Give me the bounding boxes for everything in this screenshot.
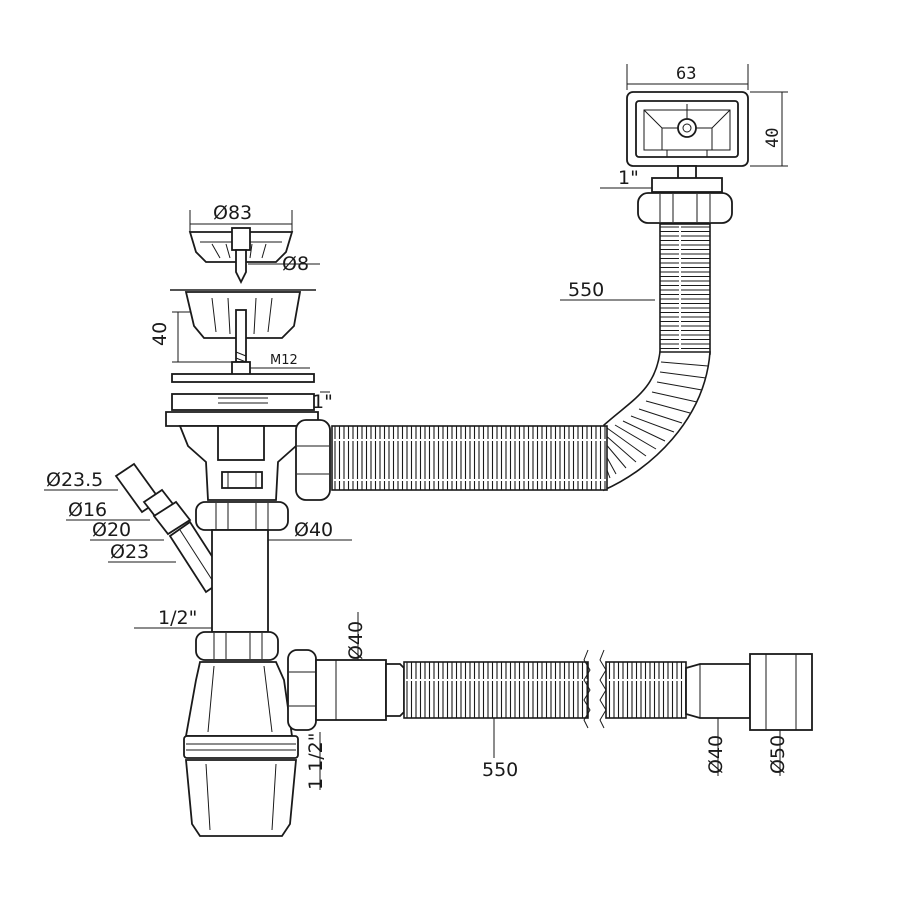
- outlet-body: 1" Ø40: [165, 373, 352, 541]
- side-inlet: Ø23.5 Ø16 Ø20 Ø23: [44, 462, 228, 594]
- overflow-height-label: 40: [763, 128, 783, 148]
- overflow-thread-label: 1": [618, 167, 639, 189]
- overflow-width-label: 63: [676, 64, 696, 84]
- trap-thread-label: 1 1/2": [305, 733, 327, 790]
- tail-thread-dimension: 1/2": [134, 607, 212, 629]
- drain-end-dimensions: Ø40 Ø50: [705, 718, 789, 776]
- overflow-width-dimension: 63: [626, 64, 749, 90]
- outlet-thread-label: 1": [312, 391, 333, 413]
- trap-outlet-diameter-label: Ø40: [345, 621, 367, 660]
- body-diameter-label: Ø40: [294, 519, 333, 541]
- strainer-basket: 40 M12: [149, 289, 316, 377]
- strainer-diameter-label: Ø83: [213, 202, 252, 224]
- drain-hose: 550: [403, 649, 687, 781]
- strainer-plug: Ø83 Ø8: [188, 202, 320, 285]
- overflow-thread-dimension: 1": [600, 167, 652, 189]
- drain-end-d2-label: Ø50: [767, 735, 789, 774]
- screw-thread-dimension: M12: [250, 353, 310, 369]
- drain-end-fitting: Ø40 Ø50: [685, 653, 813, 776]
- side-inlet-dimensions: Ø23.5 Ø16 Ø20 Ø23: [44, 469, 176, 563]
- side-inlet-d1-label: Ø23.5: [46, 469, 103, 491]
- strainer-height-dimension: 40: [149, 311, 232, 363]
- trap-thread-dimension: 1 1/2": [305, 732, 327, 790]
- screw-thread-label: M12: [270, 353, 298, 368]
- drain-outlet: Ø40: [315, 612, 405, 721]
- tail-thread-label: 1/2": [158, 607, 197, 629]
- screw-diameter-label: Ø8: [282, 253, 309, 275]
- drain-hose-length-label: 550: [482, 759, 518, 781]
- outlet-thread-dimension: 1": [312, 391, 333, 413]
- overflow-hose-length-label: 550: [568, 279, 604, 301]
- bottle-trap: 1 1/2": [183, 631, 327, 837]
- overflow-assembly: 63 40 1": [600, 64, 788, 224]
- strainer-diameter-dimension: Ø83: [189, 202, 293, 232]
- tail-pipe: 1/2": [134, 529, 269, 633]
- body-diameter-dimension: Ø40: [266, 519, 352, 541]
- trap-outlet-diameter-dimension: Ø40: [345, 612, 367, 660]
- overflow-hose: 550: [560, 223, 711, 492]
- overflow-connector-hose: [331, 425, 608, 491]
- drain-end-d1-label: Ø40: [705, 735, 727, 774]
- side-inlet-d3-label: Ø20: [92, 519, 131, 541]
- side-inlet-d4-label: Ø23: [110, 541, 149, 563]
- strainer-height-label: 40: [149, 322, 171, 346]
- overflow-height-dimension: 40: [750, 91, 788, 167]
- side-inlet-d2-label: Ø16: [68, 499, 107, 521]
- screw-diameter-dimension: Ø8: [248, 253, 320, 275]
